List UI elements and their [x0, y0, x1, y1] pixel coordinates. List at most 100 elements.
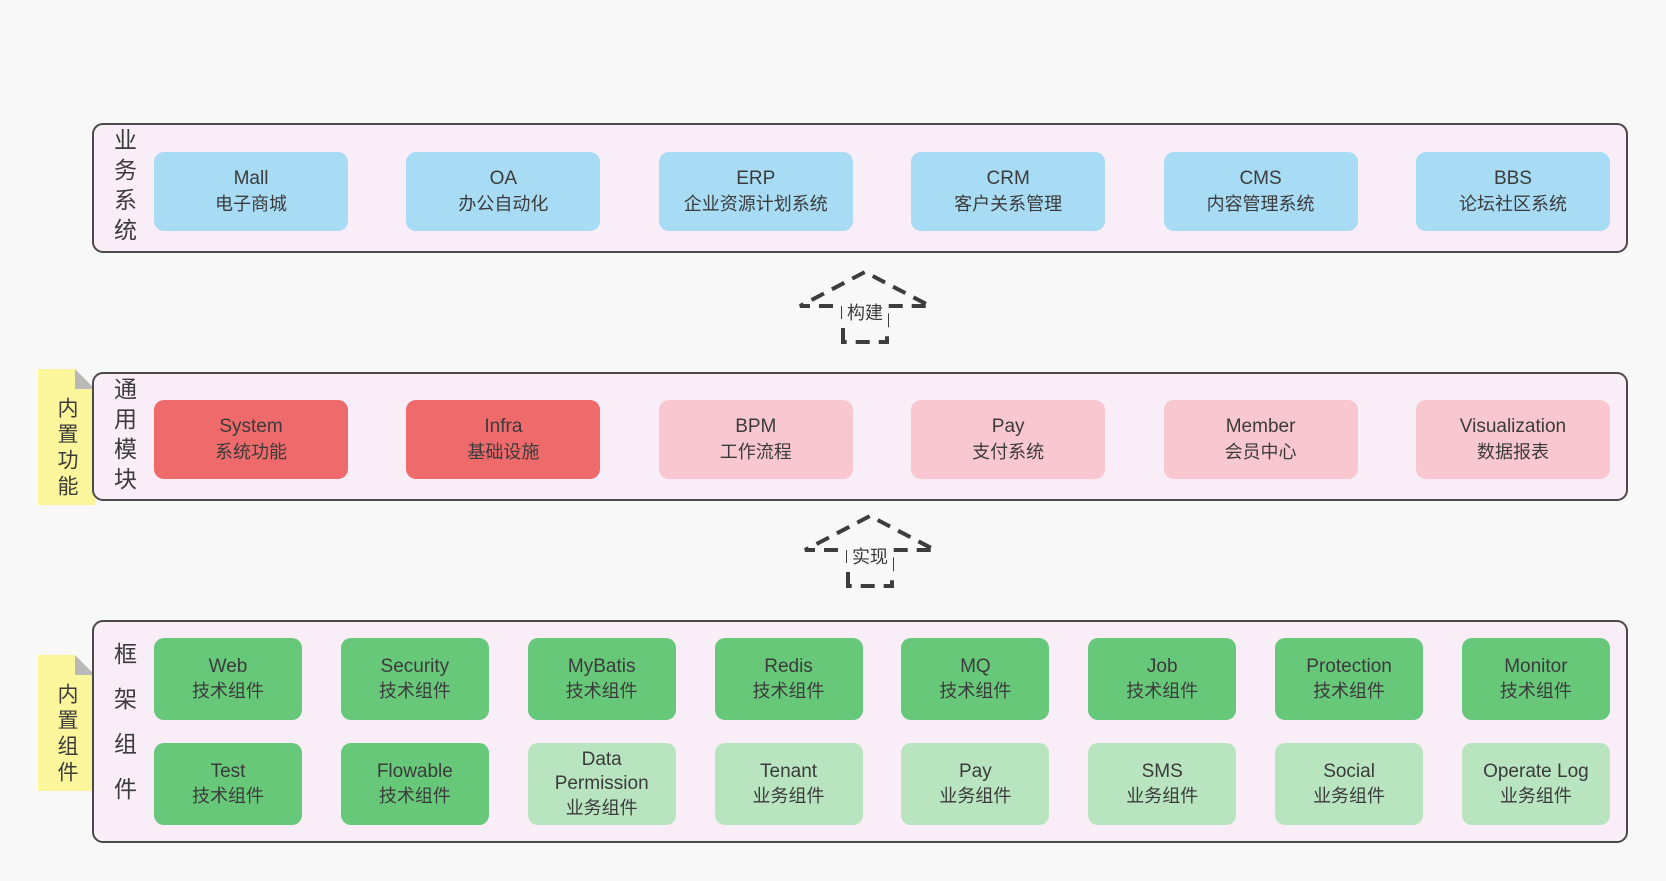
box-title: Flowable [376, 760, 453, 782]
implement-arrow-label: 实现 [847, 540, 893, 572]
box-subtitle: 技术组件 [192, 680, 264, 701]
box-subtitle: 内容管理系统 [1206, 194, 1315, 215]
box-subtitle: 工作流程 [719, 442, 792, 463]
box-subtitle: 技术组件 [378, 785, 451, 806]
component-layer-row-2: Test 技术组件 Flowable 技术组件 Data Permission … [154, 743, 1610, 825]
business-box-erp: ERP 企业资源计划系统 [658, 152, 853, 231]
box-subtitle: 技术组件 [192, 785, 264, 806]
dashed-up-arrow-icon [804, 513, 936, 588]
box-subtitle: 企业资源计划系统 [683, 194, 828, 215]
box-subtitle: 技术组件 [1499, 680, 1572, 701]
module-box-infra: Infra 基础设施 [406, 400, 601, 479]
builtin-features-sticky-note: 内置功能 [38, 369, 95, 505]
box-subtitle: 技术组件 [752, 680, 825, 701]
module-box-bpm: BPM 工作流程 [658, 400, 853, 479]
box-title: Tenant [760, 760, 818, 782]
build-arrow-label: 构建 [842, 296, 888, 328]
box-subtitle: 业务组件 [1126, 785, 1199, 806]
component-layer-label: 框架组件 [110, 641, 137, 822]
box-title: Data Permission [554, 748, 649, 795]
business-box-oa: OA 办公自动化 [406, 152, 601, 231]
box-title: Operate Log [1483, 760, 1589, 782]
box-subtitle: 论坛社区系统 [1458, 194, 1567, 215]
box-subtitle: 系统功能 [215, 442, 287, 463]
box-subtitle: 技术组件 [939, 680, 1012, 701]
module-layer-row: System 系统功能 Infra 基础设施 BPM 工作流程 Pay 支付系统… [154, 400, 1610, 479]
box-title: Mall [233, 167, 269, 189]
box-title: Web [208, 655, 248, 677]
box-subtitle: 技术组件 [565, 680, 638, 701]
business-layer-panel: 业务系统 Mall 电子商城 OA 办公自动化 ERP 企业资源计划系统 CRM… [92, 123, 1628, 253]
component-layer-panel: 框架组件 Web 技术组件 Security 技术组件 MyBatis 技术组件… [92, 620, 1628, 843]
box-title: MyBatis [567, 655, 636, 677]
box-subtitle: 业务组件 [565, 797, 638, 818]
module-box-system: System 系统功能 [154, 400, 348, 479]
business-layer-label: 业务系统 [110, 128, 137, 248]
box-title: System [219, 415, 283, 437]
business-layer-row: Mall 电子商城 OA 办公自动化 ERP 企业资源计划系统 CRM 客户关系… [154, 152, 1610, 231]
module-layer-panel: 通用模块 System 系统功能 Infra 基础设施 BPM 工作流程 Pay… [92, 372, 1628, 501]
box-title: Security [380, 655, 450, 677]
box-subtitle: 会员中心 [1224, 442, 1297, 463]
box-title: OA [489, 167, 518, 189]
component-box-mybatis: MyBatis 技术组件 [527, 638, 676, 720]
sticky-note-text: 内置功能 [55, 397, 78, 501]
box-title: Job [1146, 655, 1178, 677]
component-box-job: Job 技术组件 [1088, 638, 1237, 720]
box-subtitle: 业务组件 [752, 785, 825, 806]
component-box-test: Test 技术组件 [154, 743, 302, 825]
component-box-sms: SMS 业务组件 [1088, 743, 1237, 825]
box-title: Test [210, 760, 246, 782]
box-title: Infra [484, 415, 523, 437]
box-subtitle: 业务组件 [1499, 785, 1572, 806]
box-title: CMS [1239, 167, 1282, 189]
box-title: Visualization [1459, 415, 1567, 437]
module-box-pay: Pay 支付系统 [911, 400, 1106, 479]
box-title: BPM [735, 415, 777, 437]
box-subtitle: 客户关系管理 [954, 194, 1063, 215]
box-subtitle: 技术组件 [1126, 680, 1199, 701]
implement-arrow: 实现 [795, 510, 945, 590]
component-box-data-permission: Data Permission 业务组件 [527, 743, 676, 825]
module-layer-label: 通用模块 [110, 376, 137, 497]
box-subtitle: 业务组件 [1313, 785, 1386, 806]
component-box-pay: Pay 业务组件 [901, 743, 1050, 825]
box-title: CRM [986, 167, 1030, 189]
box-title: Redis [764, 655, 813, 677]
box-title: Social [1323, 760, 1375, 782]
module-box-visualization: Visualization 数据报表 [1415, 400, 1610, 479]
box-title: Pay [991, 415, 1025, 437]
build-arrow: 构建 [790, 266, 940, 346]
box-title: BBS [1493, 167, 1532, 189]
component-box-social: Social 业务组件 [1275, 743, 1424, 825]
module-box-member: Member 会员中心 [1163, 400, 1358, 479]
box-title: Pay [959, 760, 992, 782]
dashed-up-arrow-icon [799, 269, 931, 344]
box-subtitle: 电子商城 [215, 194, 287, 215]
component-box-flowable: Flowable 技术组件 [340, 743, 489, 825]
component-box-protection: Protection 技术组件 [1275, 638, 1424, 720]
business-box-mall: Mall 电子商城 [154, 152, 348, 231]
component-box-tenant: Tenant 业务组件 [714, 743, 863, 825]
component-box-security: Security 技术组件 [340, 638, 489, 720]
box-subtitle: 技术组件 [378, 680, 451, 701]
business-box-cms: CMS 内容管理系统 [1163, 152, 1358, 231]
box-subtitle: 支付系统 [972, 442, 1045, 463]
business-box-bbs: BBS 论坛社区系统 [1415, 152, 1610, 231]
component-box-operate-log: Operate Log 业务组件 [1461, 743, 1610, 825]
box-subtitle: 基础设施 [467, 442, 540, 463]
box-subtitle: 办公自动化 [458, 194, 549, 215]
box-title: Member [1225, 415, 1296, 437]
box-title: SMS [1141, 760, 1183, 782]
box-title: ERP [736, 167, 776, 189]
box-title: Monitor [1504, 655, 1568, 677]
box-title: Protection [1306, 655, 1392, 677]
sticky-note-text: 内置组件 [55, 683, 78, 787]
component-box-mq: MQ 技术组件 [901, 638, 1050, 720]
box-subtitle: 业务组件 [939, 785, 1012, 806]
component-layer-row-1: Web 技术组件 Security 技术组件 MyBatis 技术组件 Redi… [154, 638, 1610, 720]
box-title: MQ [960, 655, 991, 677]
component-box-web: Web 技术组件 [154, 638, 302, 720]
business-box-crm: CRM 客户关系管理 [911, 152, 1106, 231]
